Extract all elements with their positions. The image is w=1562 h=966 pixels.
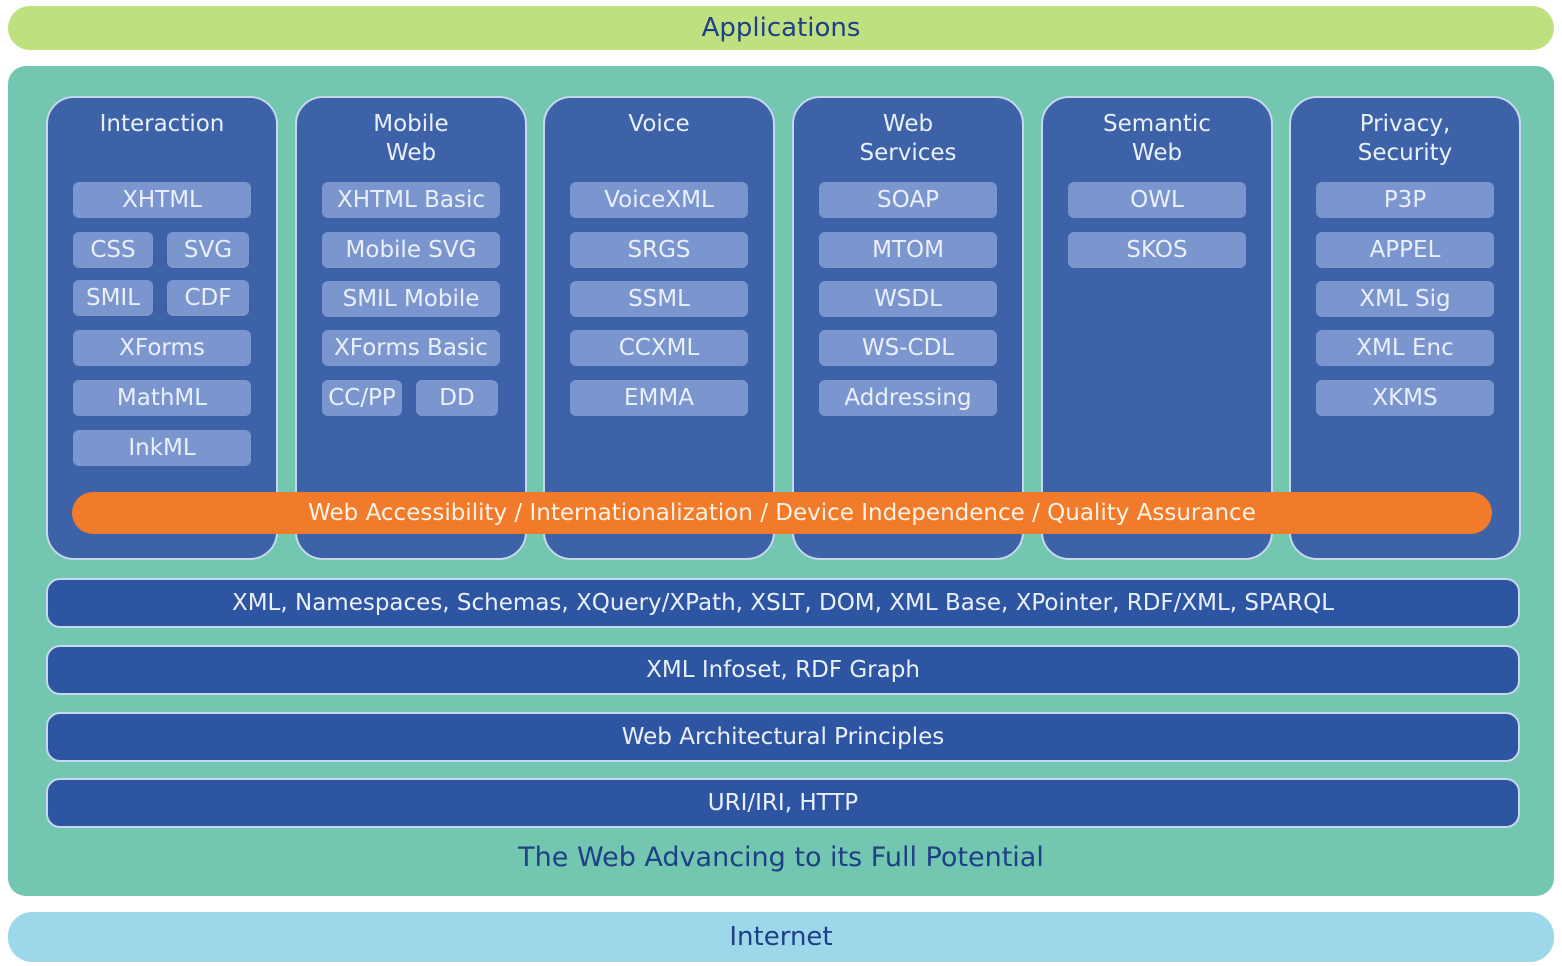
tech-pill: InkML: [73, 430, 251, 466]
layer-infoset: XML Infoset, RDF Graph: [46, 645, 1520, 695]
column-title: Interaction: [99, 111, 225, 137]
layer-uri-http: URI/IRI, HTTP: [46, 778, 1520, 828]
tech-pill: SRGS: [570, 232, 748, 268]
tech-pill: XHTML: [73, 182, 251, 218]
column-title: Web Services: [859, 111, 957, 166]
layer-label: Web Architectural Principles: [621, 724, 945, 750]
layer-label: URI/IRI, HTTP: [707, 790, 859, 816]
tech-pill: CC/PP: [322, 380, 402, 416]
tech-pill: XHTML Basic: [322, 182, 500, 218]
column-title: Privacy, Security: [1357, 111, 1453, 166]
column-title: Semantic Web: [1103, 111, 1211, 166]
column-voice: Voice VoiceXML SRGS SSML CCXML EMMA: [543, 96, 775, 560]
column-title: Mobile Web: [373, 111, 449, 166]
tech-pill: Addressing: [819, 380, 997, 416]
tech-pill: Mobile SVG: [322, 232, 500, 268]
layer-architecture: Web Architectural Principles: [46, 712, 1520, 762]
tech-pill: OWL: [1068, 182, 1246, 218]
internet-label: Internet: [729, 922, 833, 952]
tech-pill: CDF: [167, 280, 249, 316]
tech-pill: DD: [416, 380, 498, 416]
tech-pill: WS-CDL: [819, 330, 997, 366]
applications-label: Applications: [701, 13, 861, 43]
tech-pill: WSDL: [819, 281, 997, 317]
column-semantic-web: Semantic Web OWL SKOS: [1041, 96, 1273, 560]
column-mobile-web: Mobile Web XHTML Basic Mobile SVG SMIL M…: [295, 96, 527, 560]
tech-pill: P3P: [1316, 182, 1494, 218]
column-interaction: Interaction XHTML CSS SVG SMIL CDF XForm…: [46, 96, 278, 560]
tech-pill: XForms Basic: [322, 330, 500, 366]
tech-pill: SSML: [570, 281, 748, 317]
column-title: Voice: [628, 111, 690, 137]
tech-pill: EMMA: [570, 380, 748, 416]
applications-bar: Applications: [8, 6, 1554, 50]
cross-cutting-label: Web Accessibility / Internationalization…: [308, 500, 1256, 526]
tech-pill: SMIL Mobile: [322, 281, 500, 317]
column-privacy-security: Privacy, Security P3P APPEL XML Sig XML …: [1289, 96, 1521, 560]
tech-pill: SOAP: [819, 182, 997, 218]
tech-pill: SMIL: [73, 280, 153, 316]
tech-pill: MathML: [73, 380, 251, 416]
tech-pill: MTOM: [819, 232, 997, 268]
layer-label: XML, Namespaces, Schemas, XQuery/XPath, …: [231, 590, 1335, 616]
tech-pill: CCXML: [570, 330, 748, 366]
internet-bar: Internet: [8, 912, 1554, 962]
layer-label: XML Infoset, RDF Graph: [646, 657, 920, 683]
tech-pill: XML Sig: [1316, 281, 1494, 317]
tech-pill: CSS: [73, 232, 153, 268]
tagline: The Web Advancing to its Full Potential: [518, 842, 1044, 873]
tech-pill: XForms: [73, 330, 251, 366]
tech-pill: VoiceXML: [570, 182, 748, 218]
tech-pill: SVG: [167, 232, 249, 268]
tech-pill: XML Enc: [1316, 330, 1494, 366]
column-web-services: Web Services SOAP MTOM WSDL WS-CDL Addre…: [792, 96, 1024, 560]
tech-pill: XKMS: [1316, 380, 1494, 416]
cross-cutting-bar: Web Accessibility / Internationalization…: [72, 492, 1492, 534]
tech-pill: APPEL: [1316, 232, 1494, 268]
tech-pill: SKOS: [1068, 232, 1246, 268]
layer-xml-stack: XML, Namespaces, Schemas, XQuery/XPath, …: [46, 578, 1520, 628]
